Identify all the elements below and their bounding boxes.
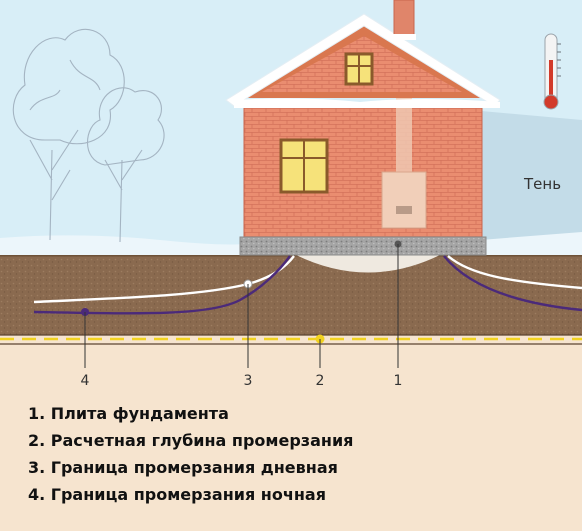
thermometer-icon	[543, 33, 561, 110]
roof-chimney	[393, 0, 415, 39]
marker-label-4: 4	[81, 373, 90, 389]
legend-item-1: 1. Плита фундамента	[28, 404, 229, 423]
frost-diagram: Тень 4 3 2 1	[0, 0, 582, 389]
soil	[0, 255, 582, 335]
frozen-lens	[296, 255, 440, 273]
night-frost-line	[33, 255, 291, 315]
marker-label-1: 1	[394, 373, 403, 389]
legend: 1. Плита фундамента 2. Расчетная глубина…	[0, 395, 582, 531]
tree-left	[12, 28, 125, 241]
snow-ground	[0, 235, 245, 256]
night-frost-line-right	[443, 255, 582, 312]
shade-area	[470, 110, 582, 255]
shade-label: Тень	[523, 175, 561, 193]
legend-item-4: 4. Граница промерзания ночная	[28, 485, 326, 504]
day-frost-line-right	[447, 255, 582, 290]
marker-label-2: 2	[316, 373, 325, 389]
stove	[381, 171, 427, 229]
foundation-slab	[239, 236, 487, 256]
marker-label-3: 3	[244, 373, 253, 389]
legend-item-2: 2. Расчетная глубина промерзания	[28, 431, 354, 450]
snow-ground-right	[480, 232, 582, 256]
legend-item-3: 3. Граница промерзания дневная	[28, 458, 338, 477]
tree-right	[87, 87, 165, 243]
